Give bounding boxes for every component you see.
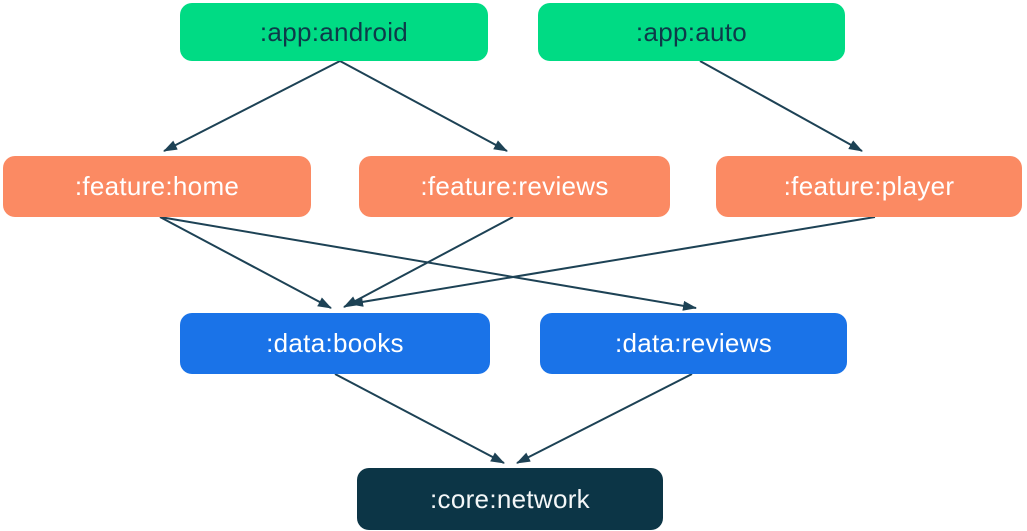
node-label-app-auto: :app:auto — [635, 16, 748, 47]
node-label-feature-reviews: :feature:reviews — [420, 171, 609, 201]
node-core-network: :core:network — [357, 468, 663, 530]
node-label-feature-player: :feature:player — [783, 171, 955, 201]
node-feature-home: :feature:home — [3, 156, 311, 217]
node-label-feature-home: :feature:home — [74, 171, 240, 201]
edge-app-auto-to-feature-player — [699, 60, 863, 152]
edge-app-android-to-feature-home — [163, 60, 341, 152]
node-feature-player: :feature:player — [716, 156, 1022, 217]
edge-data-books-to-core-network — [334, 373, 505, 464]
node-app-android: :app:android — [180, 3, 488, 61]
edge-data-reviews-to-core-network — [516, 373, 693, 464]
node-feature-reviews: :feature:reviews — [359, 156, 670, 217]
edges-group — [159, 60, 876, 464]
node-label-data-books: :data:books — [266, 328, 404, 358]
edge-feature-reviews-to-data-books — [343, 216, 514, 308]
node-label-app-android: :app:android — [259, 16, 409, 47]
edge-feature-home-to-data-books — [159, 216, 332, 309]
edge-feature-player-to-data-books — [349, 216, 876, 307]
node-label-data-reviews: :data:reviews — [614, 328, 773, 358]
node-app-auto: :app:auto — [538, 3, 845, 61]
edge-app-android-to-feature-reviews — [339, 60, 508, 152]
node-data-books: :data:books — [180, 313, 490, 374]
node-label-core-network: :core:network — [430, 483, 590, 514]
node-data-reviews: :data:reviews — [540, 313, 847, 374]
